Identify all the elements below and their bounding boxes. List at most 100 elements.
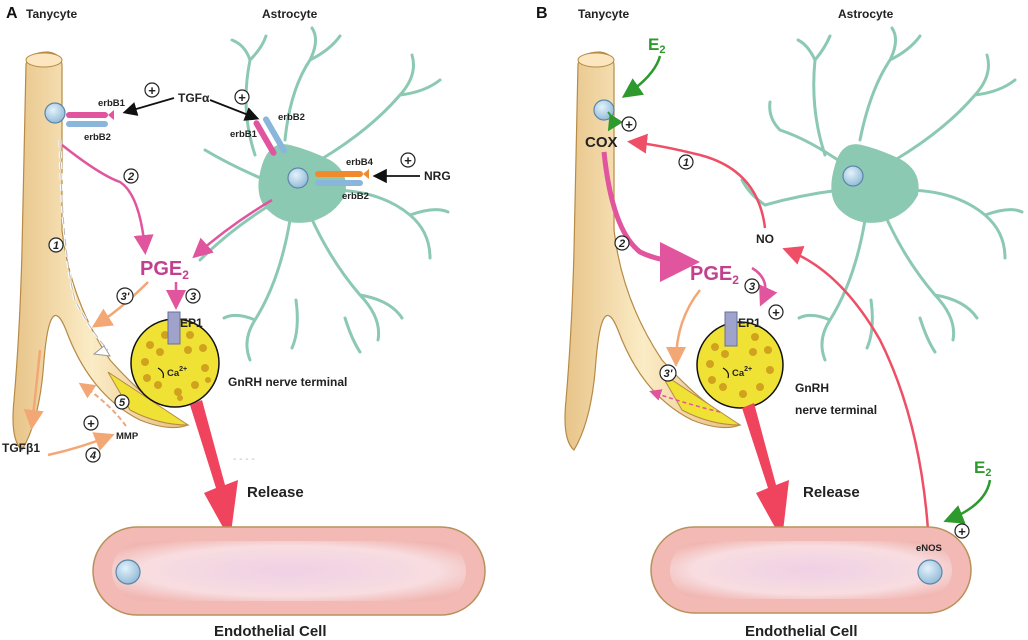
panel-b-pge2: PGE2 (690, 263, 739, 287)
panel-b-ep1: EP1 (738, 316, 761, 330)
svg-text:3: 3 (749, 281, 755, 293)
panel-b-arrow-no-cox (627, 133, 767, 229)
svg-text:1: 1 (53, 240, 59, 252)
svg-text:+: + (958, 524, 966, 539)
panel-b-arrow-enos-no (782, 245, 930, 531)
panel-a-erbb2-tanycyte: erbB2 (84, 132, 111, 143)
panel-b-step-3-prime: 3' (659, 364, 677, 382)
panel-a-arrow-tgfa-tanycyte (122, 97, 175, 116)
panel-b-arrow-cox-pge2 (601, 151, 700, 282)
panel-a-plus-nrg (400, 152, 416, 168)
panel-a-erbb1-astrocyte: erbB1 (230, 129, 258, 140)
panel-a-gnrh-terminal (130, 311, 220, 408)
panel-b-arrow-e2-enos (943, 479, 992, 524)
panel-a-gnrh-label: GnRH nerve terminal (228, 375, 347, 389)
svg-text:3': 3' (121, 291, 130, 303)
panel-a-endothelial-label: Endothelial Cell (214, 623, 327, 640)
panel-a-arrow-tanycyte-tgfb1 (23, 349, 44, 430)
panel-a-ep1: EP1 (180, 316, 203, 330)
panel-a-erbb1-tanycyte: erbB1 (98, 98, 126, 109)
panel-a-tgfb1: TGFβ1 (2, 441, 40, 455)
panel-a-step-3: 3 (185, 288, 201, 304)
svg-text:2: 2 (127, 171, 134, 183)
panel-b-arrow-e2-tanycyte (621, 55, 662, 98)
svg-text:+: + (148, 83, 156, 98)
panel-a-step-5: 5 (114, 394, 130, 410)
panel-b-arrow-pge2-tanycyte (666, 289, 701, 367)
panel-b-arrow-pge2-ep1 (751, 266, 778, 307)
panel-b-astrocyte-nucleus (842, 165, 864, 187)
panel-b-gnrh-terminal (696, 311, 784, 409)
svg-text:+: + (404, 153, 412, 168)
panel-a-plus-mmp (83, 415, 99, 431)
svg-text:1: 1 (683, 157, 689, 169)
panel-a-tgfa: TGFα (178, 91, 210, 105)
panel-b-release-arrow (742, 403, 789, 540)
panel-b-endothelial-cell (650, 526, 972, 614)
panel-a-arrow-tgfb1-mmp (47, 432, 115, 457)
panel-b-release: Release (803, 484, 860, 501)
panel-a-tanycyte (12, 51, 190, 451)
panel-b: B Tanycyte Astrocyte E2 + (536, 5, 1024, 640)
panel-a-astrocyte-label: Astrocyte (262, 7, 318, 21)
svg-text:+: + (87, 416, 95, 431)
svg-text:3': 3' (664, 368, 673, 380)
panel-b-tanycyte-label: Tanycyte (578, 7, 629, 21)
panel-a-mmp: MMP (116, 431, 139, 442)
panel-b-astrocyte-label: Astrocyte (838, 7, 894, 21)
panel-a-erbb2-nrg: erbB2 (342, 191, 369, 202)
panel-a-endothelial-cell (92, 526, 486, 616)
panel-a-nrg: NRG (424, 169, 451, 183)
panel-b-e2-top: E2 (648, 35, 665, 56)
svg-text:4: 4 (89, 450, 96, 462)
panel-a-erbb4: erbB4 (346, 157, 374, 168)
panel-b-endothelial-label: Endothelial Cell (745, 623, 858, 640)
panel-b-plus-cox (621, 116, 637, 132)
panel-b-step-3: 3 (744, 278, 760, 294)
panel-a-pge2: PGE2 (140, 258, 189, 282)
panel-a-tanycyte-label: Tanycyte (26, 7, 77, 21)
panel-a-letter: A (6, 5, 18, 22)
panel-a-release: Release (247, 484, 304, 501)
panel-a-step-4: 4 (85, 447, 101, 463)
panel-a-arrow-mmp-tanycyte (78, 382, 127, 427)
panel-b-astrocyte (740, 26, 1024, 362)
panel-b-step-1: 1 (678, 154, 694, 170)
panel-a: A Tanycyte Astrocyte (2, 5, 486, 640)
svg-text:2: 2 (618, 238, 625, 250)
svg-text:- - - -: - - - - (233, 454, 255, 465)
panel-a-arrow-tgfa-astrocyte (209, 99, 260, 121)
panel-a-step-1: 1 (48, 237, 64, 253)
panel-b-step-2: 2 (614, 235, 630, 251)
panel-a-release-arrow (190, 400, 238, 540)
panel-b-plus-enos (954, 523, 970, 539)
panel-b-letter: B (536, 5, 548, 22)
panel-b-e2-bottom: E2 (974, 458, 991, 479)
panel-a-astrocyte-nucleus (287, 167, 309, 189)
panel-b-gnrh-label-line1: GnRH (795, 381, 829, 395)
panel-a-erbb2-astrocyte: erbB2 (278, 112, 305, 123)
panel-a-arrow-tanycyte-pge2 (61, 144, 154, 255)
svg-text:3: 3 (190, 291, 196, 303)
panel-a-plus-tgfa-right (234, 89, 250, 105)
panel-b-no: NO (756, 232, 774, 246)
panel-b-enos: eNOS (916, 543, 942, 554)
panel-a-arrow-pge2-tanycyte (91, 281, 149, 328)
svg-text:+: + (625, 117, 633, 132)
panel-a-tanycyte-nucleus (44, 102, 66, 124)
panel-a-nrg-receptors (315, 169, 369, 186)
svg-text:5: 5 (119, 397, 126, 409)
panel-a-step-3-prime: 3' (116, 287, 134, 305)
panel-a-step-2: 2 (123, 168, 139, 184)
panel-b-calcium: Ca2+ (732, 366, 752, 379)
panel-b-cox: COX (585, 134, 618, 151)
svg-text:+: + (772, 305, 780, 320)
panel-b-plus-ep1 (768, 304, 784, 320)
svg-text:+: + (238, 90, 246, 105)
panel-a-arrow-astrocyte-pge2 (192, 198, 273, 259)
panel-a-plus-tgfa-left (144, 82, 160, 98)
panel-b-gnrh-label-line2: nerve terminal (795, 403, 877, 417)
panel-a-tanycyte-receptors (66, 110, 114, 127)
panel-a-calcium: Ca2+ (167, 366, 187, 379)
